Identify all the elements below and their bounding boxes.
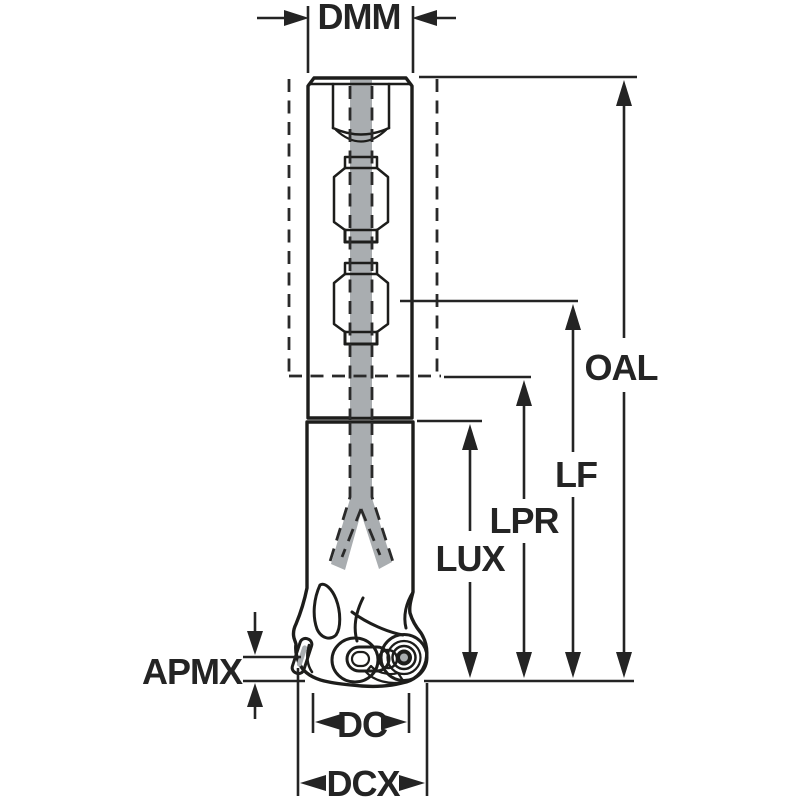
arrowhead-down bbox=[247, 631, 263, 655]
tool-body bbox=[290, 76, 429, 689]
dim-lf: LF bbox=[400, 299, 598, 678]
dim-dmm: DMM bbox=[257, 0, 456, 73]
lux-label: LUX bbox=[436, 538, 506, 579]
dim-lpr: LPR bbox=[444, 375, 561, 678]
arrowhead-down bbox=[565, 652, 581, 678]
arrowhead-right bbox=[284, 10, 309, 26]
dim-apmx: APMX bbox=[142, 612, 305, 719]
lf-label: LF bbox=[555, 454, 597, 495]
arrowhead-right bbox=[399, 775, 425, 791]
round-insert-edge bbox=[290, 636, 314, 676]
round-insert-face bbox=[379, 633, 429, 682]
dc-label: DC bbox=[337, 704, 388, 745]
coolant-core-shank bbox=[350, 80, 372, 418]
dcx-label: DCX bbox=[326, 763, 400, 800]
coolant-branch-right bbox=[370, 422, 396, 566]
top-slot bbox=[331, 82, 391, 143]
oal-label: OAL bbox=[585, 347, 658, 388]
dim-dc: DC bbox=[311, 693, 411, 745]
arrowhead-down bbox=[616, 652, 632, 678]
dim-lux: LUX bbox=[417, 419, 506, 678]
lpr-label: LPR bbox=[490, 500, 560, 541]
dmm-label: DMM bbox=[318, 0, 401, 37]
arrowhead-left bbox=[412, 10, 437, 26]
insert-clamp bbox=[345, 645, 399, 673]
dim-oal: OAL bbox=[419, 75, 659, 678]
coolant-branch-inner-left bbox=[340, 508, 363, 558]
arrowhead-up bbox=[247, 683, 263, 707]
dim-dcx: DCX bbox=[296, 668, 429, 800]
arrowhead-down bbox=[516, 652, 532, 678]
head-silhouette bbox=[291, 420, 429, 689]
arrowhead-up bbox=[565, 304, 581, 330]
coolant-branch-left bbox=[326, 422, 352, 569]
arrowhead-up bbox=[462, 424, 478, 450]
arrowhead-down bbox=[462, 652, 478, 678]
arrowhead-left bbox=[315, 714, 341, 730]
arrowhead-left bbox=[300, 775, 326, 791]
apmx-label: APMX bbox=[142, 651, 243, 692]
coolant-branch-inner-right bbox=[359, 508, 382, 556]
arrowhead-right bbox=[381, 714, 407, 730]
arrowhead-up bbox=[516, 380, 532, 406]
coolant-core-split bbox=[331, 422, 392, 570]
hidden-lines bbox=[287, 79, 441, 569]
arrowhead-up bbox=[616, 80, 632, 106]
